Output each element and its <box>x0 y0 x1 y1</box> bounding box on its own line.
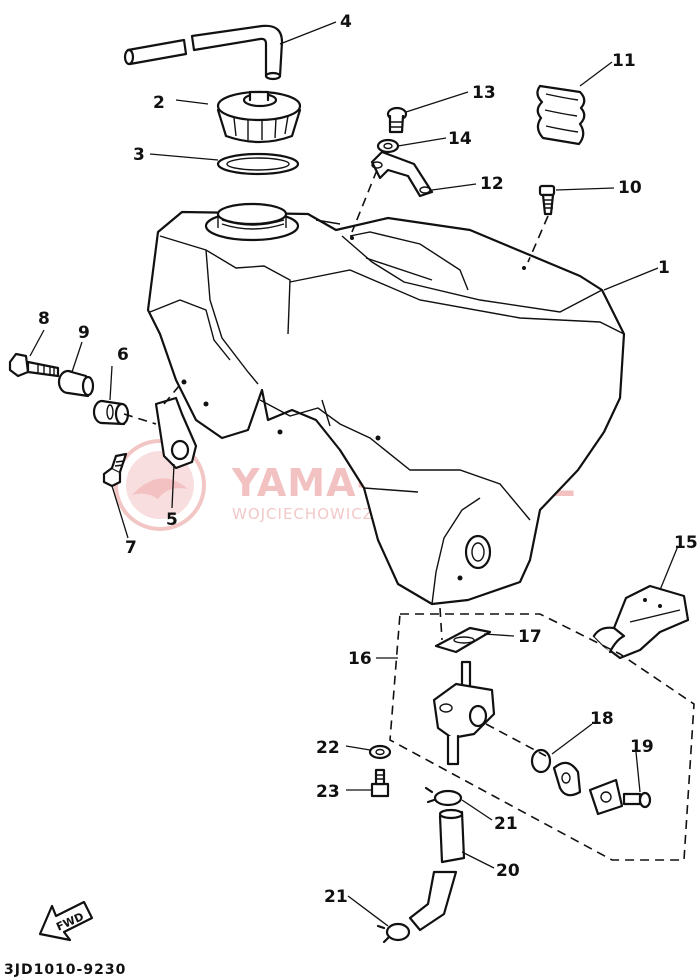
callout-11: 11 <box>612 51 636 71</box>
part-bolt-8 <box>8 352 60 378</box>
callout-10: 10 <box>618 178 642 198</box>
part-damper-11 <box>536 84 586 146</box>
callout-8: 8 <box>38 309 50 329</box>
callout-19: 19 <box>630 737 654 757</box>
part-cap-gasket <box>216 152 300 176</box>
callout-21-upper: 21 <box>494 814 518 834</box>
leader-lines <box>29 21 679 927</box>
part-bolt-7 <box>102 452 128 488</box>
part-hose-clip-21-lower <box>376 922 411 944</box>
fwd-arrow-icon: FWD <box>38 900 94 942</box>
part-screw-23 <box>370 768 390 798</box>
callout-13: 13 <box>472 83 496 103</box>
callout-3: 3 <box>133 145 145 165</box>
part-collar-9 <box>57 369 95 398</box>
callout-21-lower: 21 <box>324 887 348 907</box>
part-washer-14 <box>376 138 400 154</box>
callout-16: 16 <box>348 649 372 669</box>
callout-7: 7 <box>125 538 137 558</box>
callout-12: 12 <box>480 174 504 194</box>
part-oring-18 <box>530 748 582 797</box>
callout-4: 4 <box>340 12 352 32</box>
diagram-code: 3JD1010-9230 <box>4 962 126 978</box>
callout-14: 14 <box>448 129 472 149</box>
part-screw-13 <box>386 106 408 134</box>
callout-15: 15 <box>674 533 698 553</box>
part-fuel-tank <box>146 202 626 606</box>
part-cock-gasket-17 <box>434 626 492 654</box>
callout-22: 22 <box>316 738 340 758</box>
callout-2: 2 <box>153 93 165 113</box>
part-clamp-15 <box>592 584 690 660</box>
part-bracket-5 <box>123 379 198 470</box>
part-bolt-10 <box>527 184 556 263</box>
part-grommet-6 <box>92 399 130 426</box>
fuel-cock-assembly-outline <box>389 607 695 861</box>
callout-17: 17 <box>518 627 542 647</box>
callout-5: 5 <box>166 510 178 530</box>
part-fuel-hose-20 <box>408 808 466 932</box>
part-fuel-cock <box>432 660 547 766</box>
part-bracket-12 <box>351 150 434 233</box>
part-screw-19 <box>588 778 652 816</box>
part-washer-22 <box>368 744 392 760</box>
callout-1: 1 <box>658 258 670 278</box>
callout-18: 18 <box>590 709 614 729</box>
callout-23: 23 <box>316 782 340 802</box>
part-fuel-cap <box>216 90 302 144</box>
callout-9: 9 <box>78 323 90 343</box>
part-hose-clip-21-upper <box>424 786 463 807</box>
callout-20: 20 <box>496 861 520 881</box>
callout-6: 6 <box>117 345 129 365</box>
part-breather-hose <box>123 24 284 81</box>
callout-labels: 1 2 3 4 5 6 7 8 9 10 11 12 13 14 15 16 1… <box>38 12 698 907</box>
